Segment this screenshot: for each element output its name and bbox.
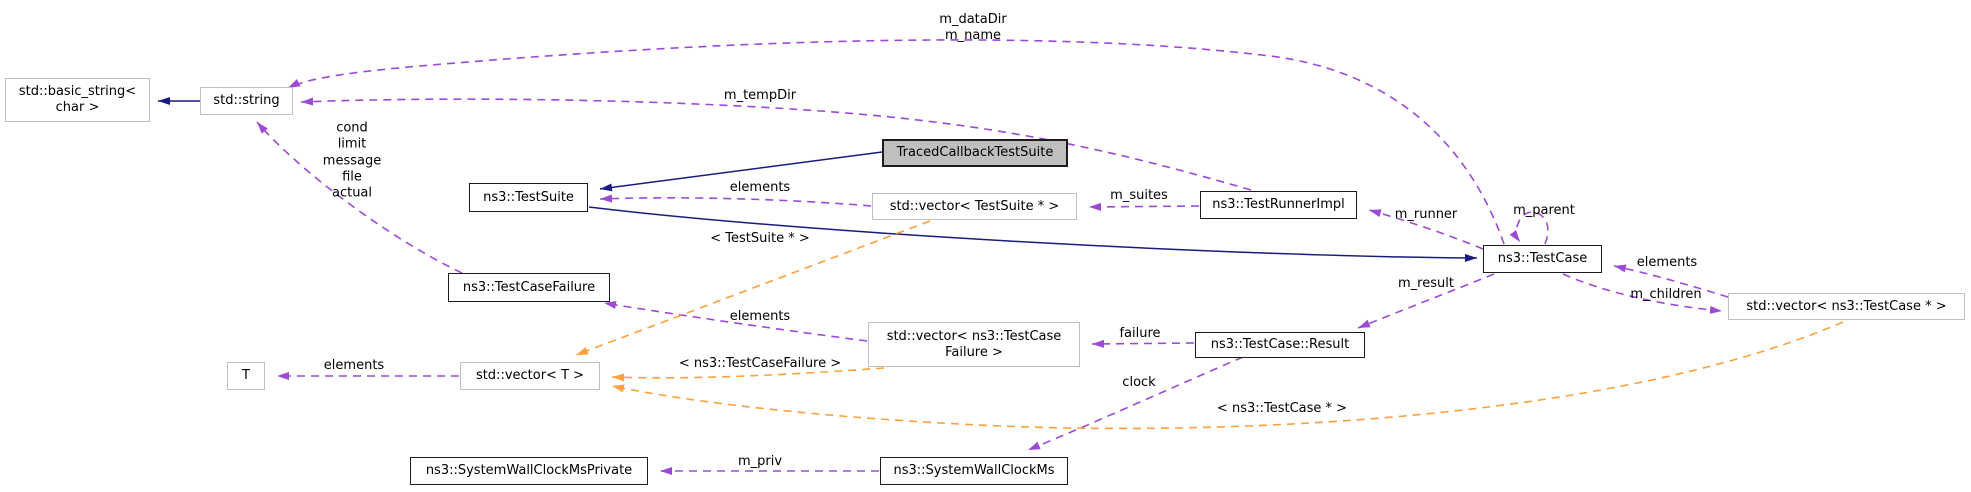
node-ns3-test-case[interactable]: ns3::TestCase [1483, 245, 1602, 273]
edge-m-datadir-m-name [287, 39, 1505, 245]
edge-m-suites [1088, 202, 1200, 211]
edge-label-template-test-case-ptr: < ns3::TestCase * > [1216, 400, 1348, 416]
edge-tracedcallback-inherits-testsuite [599, 151, 883, 192]
edge-label-elements-failures: elements [729, 308, 791, 324]
node-vector-t: std::vector< T > [460, 362, 600, 390]
edge-failure [1091, 339, 1195, 348]
node-vector-ns3-test-case-ptr: std::vector< ns3::TestCase * > [1728, 293, 1965, 320]
edge-cond-limit-message-file-actual [256, 121, 463, 274]
node-vector-ns3-test-case-failure: std::vector< ns3::TestCase Failure > [868, 322, 1080, 367]
edge-label-elements-children: elements [1636, 254, 1698, 270]
edge-template-testcase-ptr [611, 321, 1844, 430]
node-vector-test-suite-ptr: std::vector< TestSuite * > [872, 193, 1077, 220]
edge-label-m-priv: m_priv [737, 453, 783, 469]
edge-label-m-children: m_children [1630, 286, 1702, 302]
edge-label-template-test-case-failure: < ns3::TestCaseFailure > [678, 355, 842, 371]
edge-label-clock: clock [1122, 374, 1156, 390]
edge-m-tempdir [300, 97, 1252, 191]
edge-label-template-test-suite-ptr: < TestSuite * > [710, 230, 810, 246]
edge-label-m-suites: m_suites [1110, 187, 1168, 203]
edge-label-m-runner: m_runner [1394, 206, 1458, 222]
edge-elements-children [1613, 264, 1729, 298]
edge-label-elements-t: elements [323, 357, 385, 373]
node-traced-callback-test-suite: TracedCallbackTestSuite [882, 139, 1068, 167]
edge-label-elements-suites: elements [729, 179, 791, 195]
edge-template-testsuite-ptr [575, 220, 931, 356]
edge-label-cond-limit-message-file-actual: cond limit message file actual [322, 120, 382, 201]
edge-elements-suites [599, 194, 872, 207]
node-ns3-test-case-result[interactable]: ns3::TestCase::Result [1195, 332, 1365, 358]
edge-label-m-result: m_result [1398, 275, 1454, 291]
node-t: T [227, 362, 265, 390]
edge-testsuite-inherits-testcase [588, 206, 1478, 262]
node-std-basic-string: std::basic_string< char > [5, 78, 150, 122]
edge-m-children [1562, 273, 1723, 314]
edge-label-m-parent: m_parent [1513, 202, 1575, 218]
edge-template-testcasefailure [611, 367, 885, 382]
node-ns3-test-suite[interactable]: ns3::TestSuite [469, 183, 588, 212]
node-ns3-system-wall-clock-ms-private[interactable]: ns3::SystemWallClockMsPrivate [410, 457, 648, 485]
edge-label-m-datadir-m-name: m_dataDir m_name [939, 11, 1007, 43]
node-ns3-test-runner-impl[interactable]: ns3::TestRunnerImpl [1200, 191, 1357, 219]
edge-m-runner [1368, 209, 1484, 250]
edge-label-failure: failure [1119, 325, 1161, 341]
node-ns3-test-case-failure[interactable]: ns3::TestCaseFailure [448, 273, 610, 302]
edge-m-result [1357, 273, 1495, 329]
edge-m-parent-self-loop [1509, 211, 1549, 245]
edge-elements-failures [603, 300, 868, 342]
node-std-string: std::string [200, 87, 293, 115]
edge-label-m-tempdir: m_tempDir [723, 87, 797, 103]
node-ns3-system-wall-clock-ms[interactable]: ns3::SystemWallClockMs [880, 457, 1068, 485]
edge-clock [1027, 356, 1244, 451]
